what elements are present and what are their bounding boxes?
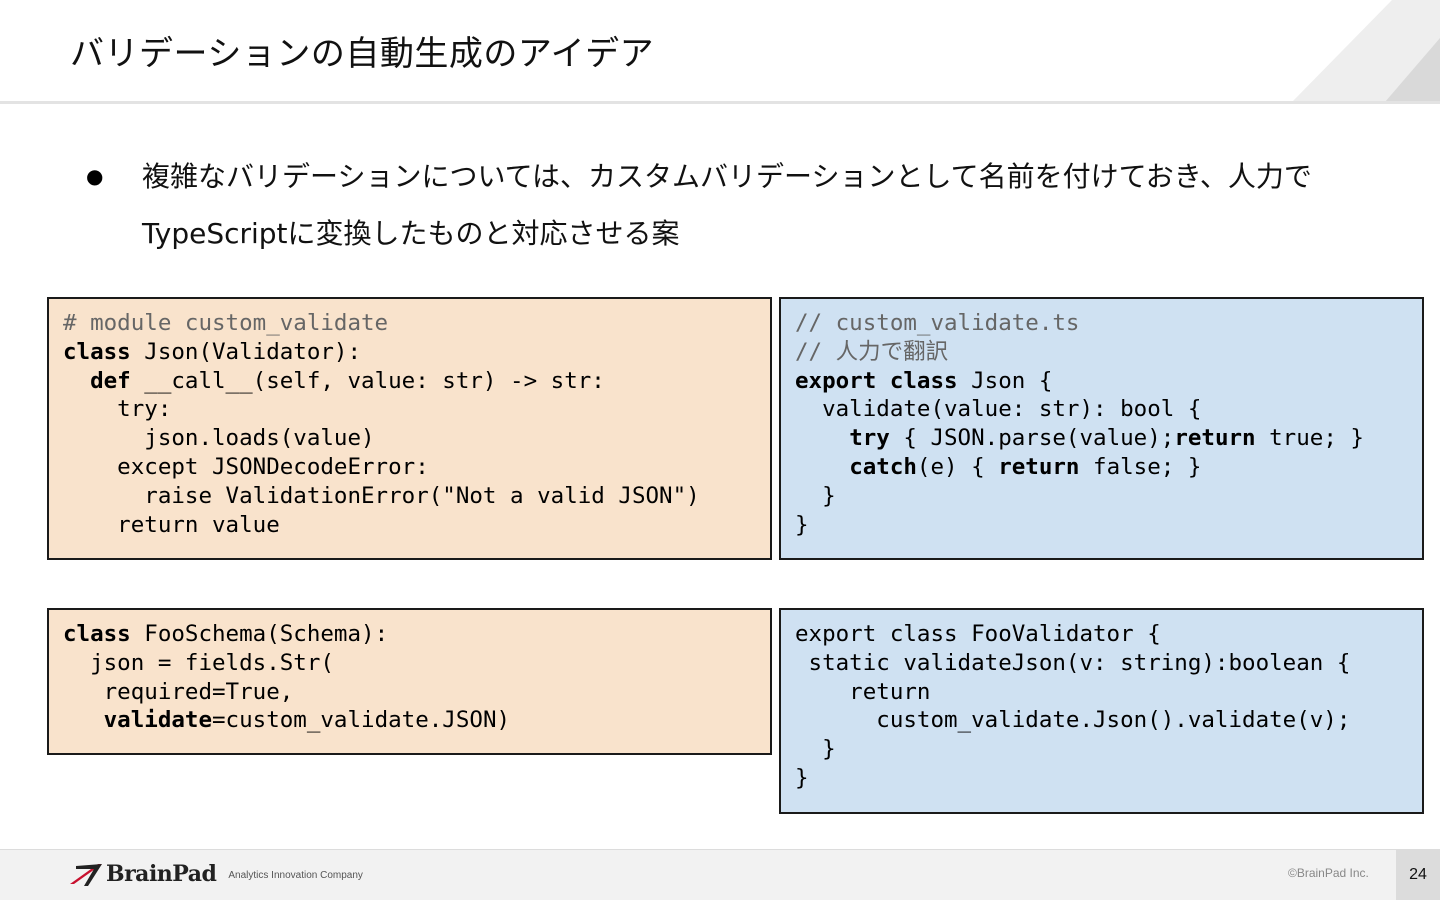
code-token: return xyxy=(1174,425,1256,452)
page-number: 24 xyxy=(1396,850,1440,900)
bullet-marker: ● xyxy=(86,164,104,188)
code-token: static validateJson(v: string):boolean { xyxy=(795,649,1351,676)
code-token: // 人力で翻訳 xyxy=(795,338,949,365)
code-token: export xyxy=(795,367,877,394)
code-line: def __call__(self, value: str) -> str: xyxy=(63,367,770,396)
code-token: validate xyxy=(103,707,213,734)
code-token: } xyxy=(795,482,836,509)
code-line: } xyxy=(795,735,1422,764)
code-token: return xyxy=(795,678,931,705)
logo-text: BrainPad xyxy=(106,861,217,887)
code-token: false; } xyxy=(1079,453,1202,480)
code-line: raise ValidationError("Not a valid JSON"… xyxy=(63,482,770,511)
code-token: return value xyxy=(63,511,280,538)
code-token xyxy=(795,454,849,480)
code-line: catch(e) { return false; } xyxy=(795,453,1422,482)
code-token: # module custom_validate xyxy=(63,310,389,336)
code-token xyxy=(795,425,849,451)
slide-header: バリデーションの自動生成のアイデア xyxy=(0,0,1440,102)
logo-tagline: Analytics Innovation Company xyxy=(228,869,363,881)
header-decoration xyxy=(1292,0,1440,102)
bullet-text: 複雑なバリデーションについては、カスタムバリデーションとして名前を付けておき、人… xyxy=(142,148,1382,262)
code-token: __call__(self, value: str) -> str: xyxy=(130,367,605,394)
code-line: } xyxy=(795,764,1422,793)
code-line: required=True, xyxy=(63,678,770,707)
code-token: Json { xyxy=(957,367,1053,394)
code-line: custom_validate.Json().validate(v); xyxy=(795,706,1422,735)
code-token: json = fields.Str( xyxy=(63,649,334,676)
code-line: return xyxy=(795,678,1422,707)
code-token: FooSchema(Schema): xyxy=(130,621,389,647)
code-token: catch xyxy=(849,453,917,480)
code-token xyxy=(63,707,104,733)
code-token: return xyxy=(998,453,1080,480)
header-divider xyxy=(0,101,1440,104)
code-token: try: xyxy=(63,396,172,423)
code-line: return value xyxy=(63,511,770,540)
code-token: } xyxy=(795,736,836,763)
code-line: validate=custom_validate.JSON) xyxy=(63,706,770,735)
code-token: json.loads(value) xyxy=(63,425,375,452)
python-schema-code: class FooSchema(Schema): json = fields.S… xyxy=(47,608,772,755)
code-line: class FooSchema(Schema): xyxy=(63,620,770,649)
copyright-text: ©BrainPad Inc. xyxy=(1288,866,1369,880)
code-token: } xyxy=(795,511,809,538)
code-line: // 人力で翻訳 xyxy=(795,338,1422,367)
code-token: (e) { xyxy=(916,453,999,480)
code-line: static validateJson(v: string):boolean { xyxy=(795,649,1422,678)
code-token: // custom_validate.ts xyxy=(795,310,1080,336)
code-line: export class FooValidator { xyxy=(795,620,1422,649)
code-token xyxy=(63,368,90,394)
code-token: except JSONDecodeError: xyxy=(63,453,429,480)
code-token: class xyxy=(889,367,958,394)
code-line: json.loads(value) xyxy=(63,424,770,453)
code-token: class xyxy=(63,621,131,647)
code-line: # module custom_validate xyxy=(63,309,770,338)
code-token: export class FooValidator { xyxy=(795,621,1161,647)
code-line: // custom_validate.ts xyxy=(795,309,1422,338)
brainpad-logo: BrainPad Analytics Innovation Company xyxy=(68,859,363,889)
bullet-line-2: TypeScriptに変換したものと対応させる案 xyxy=(142,217,680,250)
footer-divider xyxy=(0,849,1440,850)
bullet-line-1: 複雑なバリデーションについては、カスタムバリデーションとして名前を付けておき、人… xyxy=(142,160,1312,193)
code-line: json = fields.Str( xyxy=(63,649,770,678)
code-token: Json(Validator): xyxy=(130,338,362,365)
code-token: =custom_validate.JSON) xyxy=(212,707,511,734)
code-token: def xyxy=(90,367,131,394)
code-line: except JSONDecodeError: xyxy=(63,453,770,482)
code-line: try { JSON.parse(value);return true; } xyxy=(795,424,1422,453)
slide-footer xyxy=(0,850,1440,900)
code-token: validate(value: str): bool { xyxy=(795,396,1202,423)
code-token: { JSON.parse(value); xyxy=(889,425,1175,452)
code-token xyxy=(876,368,890,394)
code-line: } xyxy=(795,511,1422,540)
code-line: try: xyxy=(63,395,770,424)
code-token: class xyxy=(63,338,131,365)
code-token: raise ValidationError("Not a valid JSON"… xyxy=(63,482,700,509)
code-token: } xyxy=(795,764,809,791)
ts-schema-code: export class FooValidator { static valid… xyxy=(779,608,1424,814)
code-line: class Json(Validator): xyxy=(63,338,770,367)
code-token: true; } xyxy=(1255,425,1364,452)
code-line: export class Json { xyxy=(795,367,1422,396)
code-line: } xyxy=(795,482,1422,511)
code-token: required=True, xyxy=(63,678,294,705)
slide-title: バリデーションの自動生成のアイデア xyxy=(70,34,655,74)
code-token: try xyxy=(849,425,890,452)
code-line: validate(value: str): bool { xyxy=(795,395,1422,424)
code-token: custom_validate.Json().validate(v); xyxy=(795,707,1351,734)
brainpad-logo-mark-icon xyxy=(70,864,102,886)
